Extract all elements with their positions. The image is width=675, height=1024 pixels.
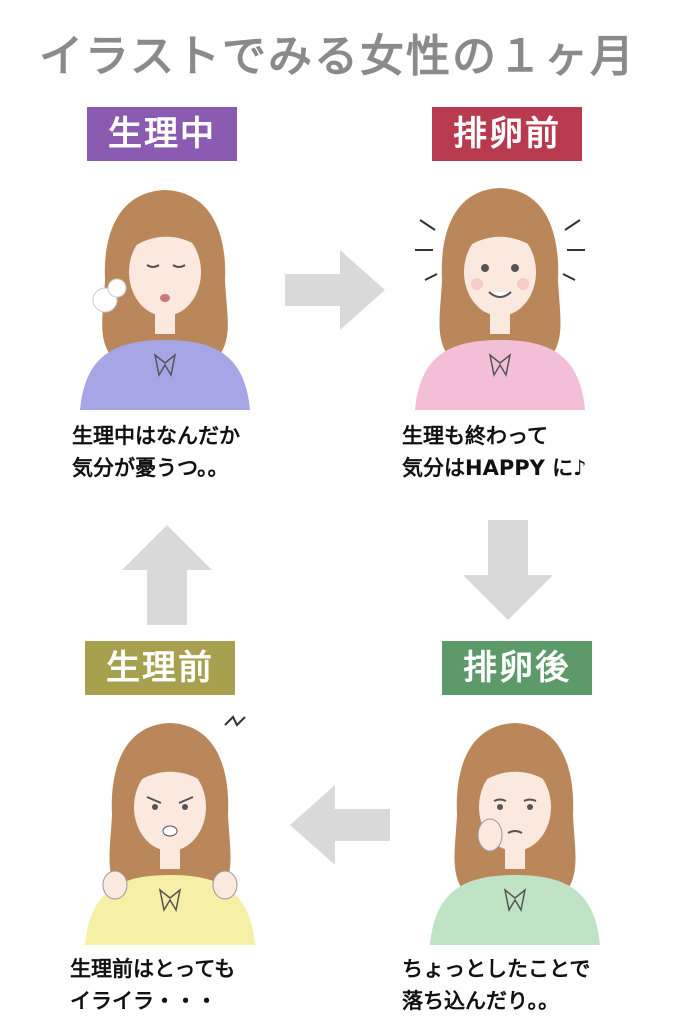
woman-illustration-pre-ovulation (415, 188, 585, 410)
arrow-right-icon (285, 250, 385, 330)
woman-illustration-post-ovulation (430, 723, 600, 945)
woman-illustration-pre-menstruation (85, 715, 255, 945)
caption-pre-menstruation: 生理前はとっても イライラ・・・ (70, 953, 330, 1017)
phase-badge-pre-ovulation: 排卵前 (432, 107, 582, 161)
caption-line-2: イライラ・・・ (70, 989, 217, 1013)
phase-badge-post-ovulation: 排卵後 (442, 641, 592, 695)
phase-badge-menstruation: 生理中 (87, 107, 237, 161)
arrow-left-icon (290, 785, 390, 865)
woman-illustration-menstruation (80, 190, 250, 410)
caption-menstruation: 生理中はなんだか 気分が憂うつ。。 (72, 420, 332, 484)
arrow-down-icon (463, 520, 553, 620)
caption-line-1: 生理も終わって (402, 424, 548, 448)
phase-badge-pre-menstruation: 生理前 (85, 641, 235, 695)
caption-post-ovulation: ちょっとしたことで 落ち込んだり。。 (402, 953, 672, 1017)
caption-line-1: 生理中はなんだか (72, 424, 240, 448)
caption-line-1: 生理前はとっても (70, 957, 236, 981)
arrow-up-icon (122, 525, 212, 625)
caption-line-2: 気分はHAPPY に♪ (402, 456, 587, 480)
caption-pre-ovulation: 生理も終わって 気分はHAPPY に♪ (402, 420, 672, 484)
page-title: イラストでみる女性の１ヶ月 (38, 31, 637, 82)
caption-line-1: ちょっとしたことで (402, 957, 591, 981)
caption-line-2: 気分が憂うつ。。 (72, 456, 229, 480)
caption-line-2: 落ち込んだり。。 (402, 989, 560, 1013)
